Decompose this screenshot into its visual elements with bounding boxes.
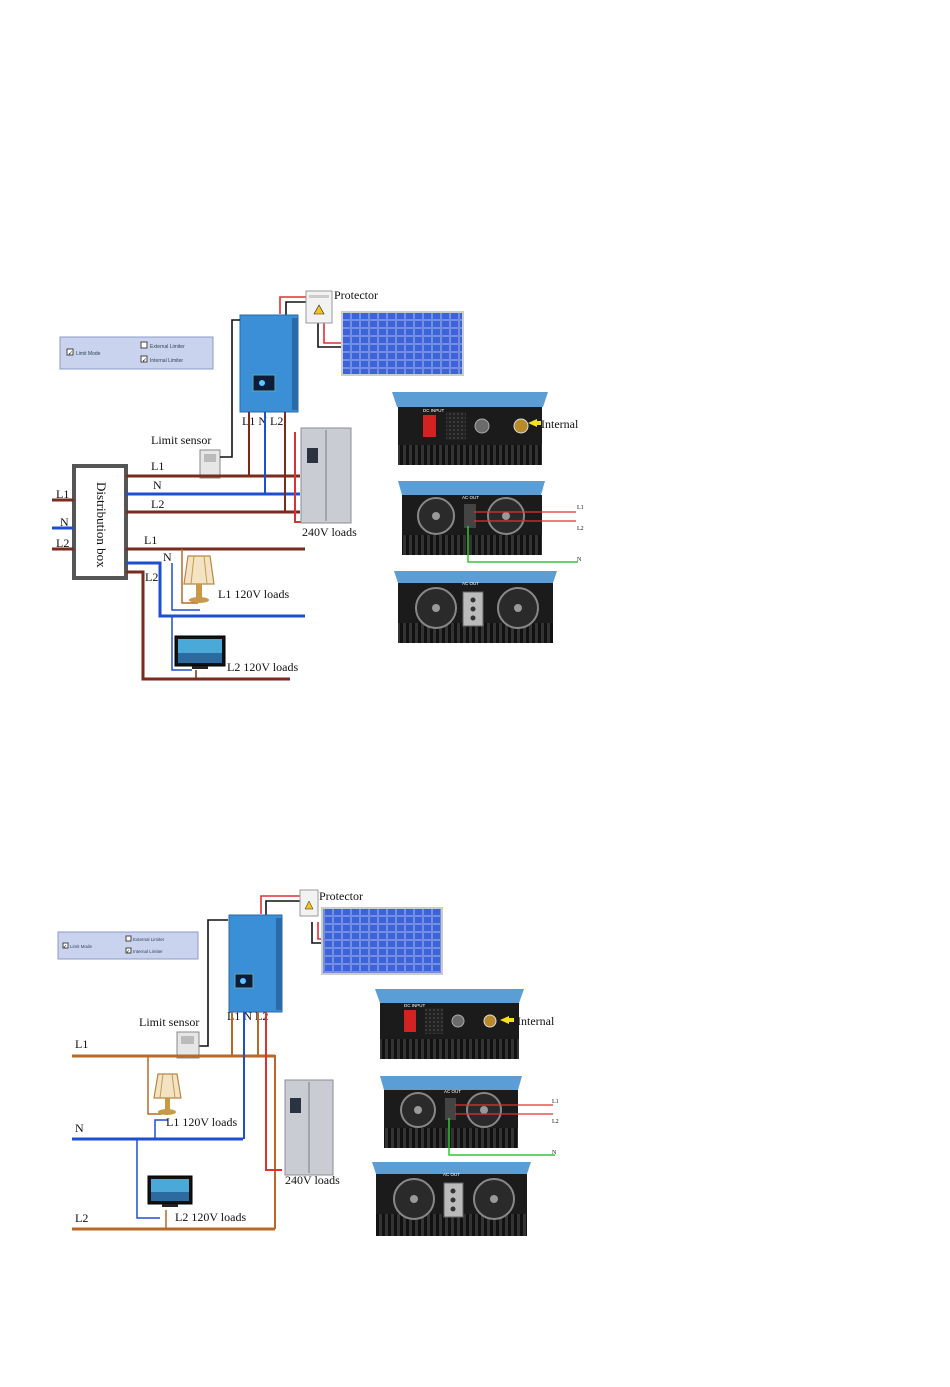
svg-text:✓: ✓ xyxy=(68,351,73,357)
load-240v-label-2: 240V loads xyxy=(285,1173,340,1187)
internal-arrow-icon-2 xyxy=(500,1016,514,1024)
l1-label-2: L1 xyxy=(75,1037,88,1051)
refrigerator-2 xyxy=(284,1079,334,1176)
incoming-l2-label: L2 xyxy=(56,536,69,550)
solar-panel-2 xyxy=(321,907,443,975)
upper-l2-label: L2 xyxy=(151,497,164,511)
svg-text:✓: ✓ xyxy=(142,358,147,364)
dc-input-label-2: DC INPUT xyxy=(404,1003,426,1008)
television xyxy=(174,635,226,669)
upper-n-label: N xyxy=(153,478,162,492)
settings-panel: ✓ Limit Mode External Limiter ✓ Internal… xyxy=(59,336,214,370)
load-240v-label: 240V loads xyxy=(302,525,357,539)
main-lines-2 xyxy=(72,1054,275,1231)
distribution-box xyxy=(72,464,128,580)
limit-sensor-label-2: Limit sensor xyxy=(139,1015,199,1029)
ac-out-n-label: N xyxy=(577,557,582,563)
internal-limiter-label-2: Internal Limiter xyxy=(133,949,163,954)
external-limiter-checkbox[interactable] xyxy=(140,341,148,349)
ac-out-l1-label: L1 xyxy=(577,505,584,511)
inverter-ac-wires-2 xyxy=(231,1012,282,1229)
ac-out-label: AC OUT xyxy=(462,495,479,500)
limit-mode-label-2: Limit Mode xyxy=(70,944,93,949)
l2-label-2: L2 xyxy=(75,1211,88,1225)
protector-box-2 xyxy=(299,889,319,917)
diagram2-canvas: ✓ Limit Mode External Limiter ✓ Internal… xyxy=(57,889,559,1236)
inverter-terminal-labels: L1 N L2 xyxy=(242,414,283,428)
incoming-l1-label: L1 xyxy=(56,487,69,501)
solar-panel xyxy=(341,311,464,376)
load-l2-120v-label: L2 120V loads xyxy=(227,660,298,674)
external-limiter-checkbox-2[interactable] xyxy=(125,935,132,942)
inverter-photo-ac-terminal: AC OUT xyxy=(394,571,557,643)
grid-tie-inverter xyxy=(239,314,299,413)
limit-sensor xyxy=(199,449,221,479)
inverter-ac-wires xyxy=(248,412,302,523)
dc-wires xyxy=(279,296,342,348)
inverter-photo-ac-wired-2: AC OUT xyxy=(380,1076,555,1156)
internal-label: Internal xyxy=(541,417,579,431)
wiring-diagram-direct-lines: ✓ Limit Mode External Limiter ✓ Internal… xyxy=(0,700,950,1387)
external-limiter-label-2: External Limiter xyxy=(133,937,165,942)
inverter-terminal-labels-2: L1 N L2 xyxy=(227,1009,268,1023)
incoming-n-label: N xyxy=(60,515,69,529)
inverter-photo-dc-side: DC INPUT xyxy=(390,390,550,468)
upper-l1-label: L1 xyxy=(151,459,164,473)
internal-arrow-icon xyxy=(528,419,541,427)
protector-label: Protector xyxy=(334,288,378,302)
external-limiter-label: External Limiter xyxy=(150,344,185,350)
limit-mode-checkbox-2[interactable] xyxy=(62,942,69,949)
ac-out-n-label-2: N xyxy=(552,1150,557,1156)
protector-box xyxy=(305,290,333,324)
dc-wires-2 xyxy=(260,895,322,944)
limit-mode-checkbox[interactable] xyxy=(66,348,74,356)
ac-out-l2-label: L2 xyxy=(577,526,584,532)
ac-out-label-3: AC OUT xyxy=(444,1089,461,1094)
internal-label-2: Internal xyxy=(517,1014,555,1028)
upper-feed-lines xyxy=(126,474,300,514)
ac-out-l1-label-2: L1 xyxy=(552,1099,559,1105)
distribution-box-label: Distribution box xyxy=(94,482,109,568)
limit-mode-label: Limit Mode xyxy=(76,351,101,357)
load-l1-120v-label: L1 120V loads xyxy=(218,587,289,601)
lamp-2 xyxy=(153,1073,182,1115)
lower-feed-lines xyxy=(126,547,305,681)
sensor-cable xyxy=(220,319,240,458)
ac-out-l2-label-2: L2 xyxy=(552,1119,559,1125)
protector-label-2: Protector xyxy=(319,889,363,903)
wiring-diagram-distribution-box: ✓ Limit Mode External Limiter ✓ Internal… xyxy=(52,288,584,681)
limit-sensor-2 xyxy=(176,1031,200,1059)
diagram1-canvas: ✓ Limit Mode External Limiter ✓ Internal… xyxy=(52,288,584,681)
settings-panel-2: ✓ Limit Mode External Limiter ✓ Internal… xyxy=(57,931,199,960)
lower-n-label: N xyxy=(163,550,172,564)
internal-limiter-checkbox-2[interactable] xyxy=(125,947,132,954)
internal-limiter-label: Internal Limiter xyxy=(150,358,183,364)
lower-l2-label: L2 xyxy=(145,570,158,584)
television-2 xyxy=(147,1175,193,1207)
svg-text:✓: ✓ xyxy=(126,949,130,955)
ac-out-label-2: AC OUT xyxy=(462,581,479,586)
dc-input-label: DC INPUT xyxy=(423,408,445,413)
ac-out-label-4: AC OUT xyxy=(443,1172,460,1177)
svg-text:✓: ✓ xyxy=(63,944,67,950)
refrigerator xyxy=(300,427,352,524)
n-label-2: N xyxy=(75,1121,84,1135)
incoming-lines xyxy=(52,498,74,551)
load-l2-120v-label-2: L2 120V loads xyxy=(175,1210,246,1224)
lamp xyxy=(183,555,215,603)
inverter-photo-ac-terminal-2: AC OUT xyxy=(372,1162,531,1236)
load-l1-120v-label-2: L1 120V loads xyxy=(166,1115,237,1129)
inverter-photo-ac-wired: AC OUT xyxy=(398,481,578,563)
lower-l1-label: L1 xyxy=(144,533,157,547)
internal-limiter-checkbox[interactable] xyxy=(140,355,148,363)
limit-sensor-label: Limit sensor xyxy=(151,433,211,447)
grid-tie-inverter-2 xyxy=(228,914,283,1013)
sensor-cable-2 xyxy=(196,919,228,1047)
inverter-photo-dc-side-2: DC INPUT xyxy=(375,989,524,1059)
